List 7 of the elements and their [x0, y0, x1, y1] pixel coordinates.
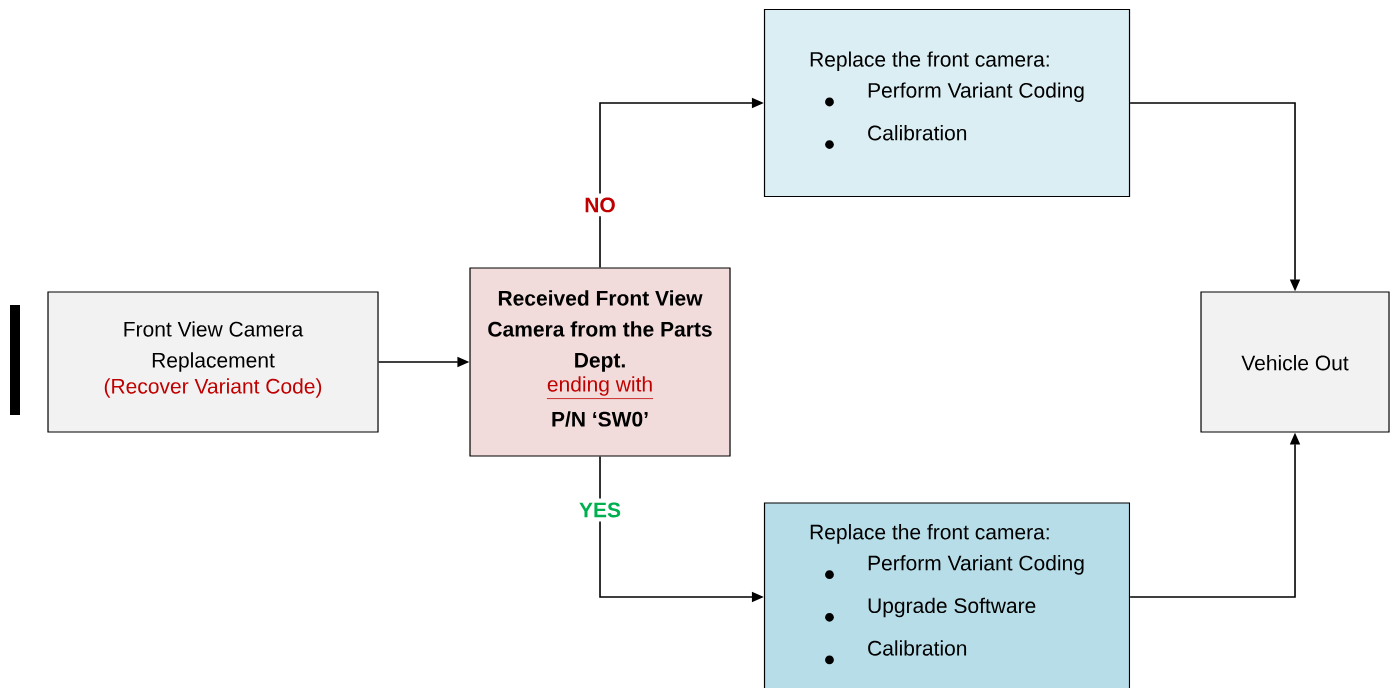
process-box: Replace the front camera: Perform Variant Coding Upgrade Software Calibration	[763, 502, 1131, 688]
edge-label: NO	[580, 193, 620, 217]
end-box: Vehicle Out	[1200, 291, 1390, 433]
process-box: Front View Camera Replacement (Recover Variant Code)	[47, 291, 379, 433]
decision-box: Received Front View Camera from the Parts Dept. ending with P/N ‘SW0’	[469, 267, 731, 457]
edge-label: YES	[575, 498, 625, 522]
process-box: Replace the front camera: Perform Variant Coding Calibration	[763, 8, 1131, 198]
